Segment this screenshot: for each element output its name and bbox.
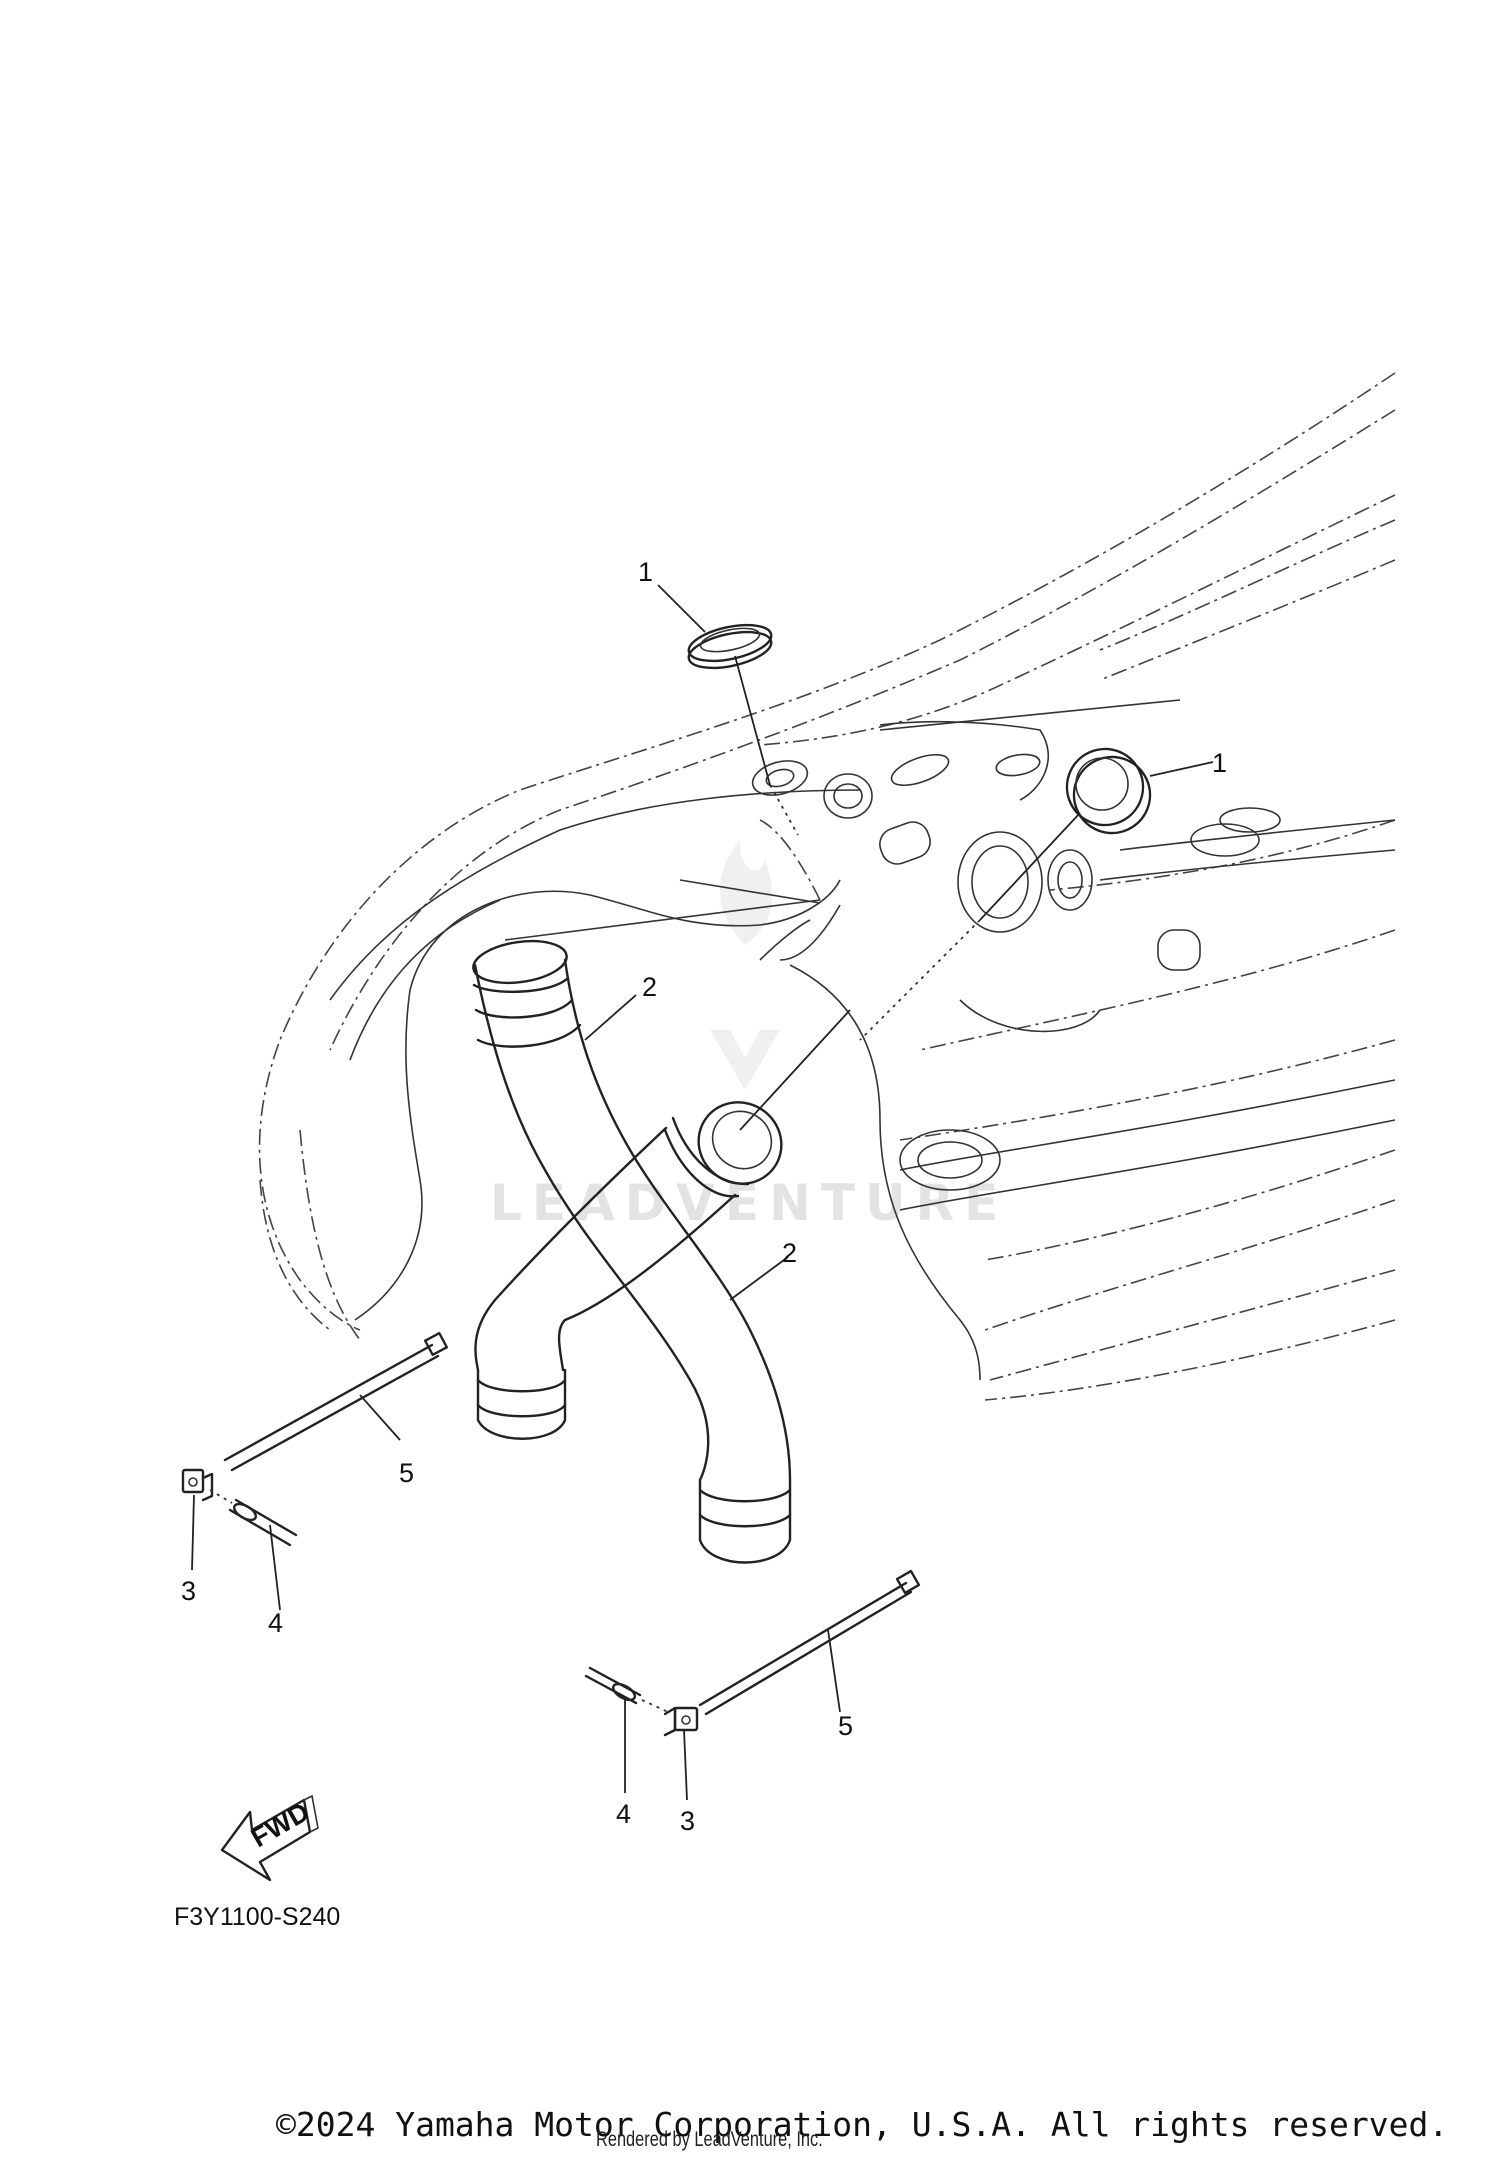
callout-clamp-left: 3 (181, 1576, 196, 1606)
hose-lower (474, 1101, 783, 1440)
assembly-line (979, 812, 1081, 921)
callout-rivet-bottom: 4 (616, 1799, 631, 1829)
callout-grommet-top: 1 (638, 557, 653, 587)
hose-upper (472, 939, 792, 1564)
callout-rivet-left: 4 (268, 1608, 283, 1638)
clamp-left (181, 1468, 214, 1502)
cable-tie-left (223, 1331, 449, 1472)
hull-outline (258, 372, 1396, 1401)
fwd-label: FWD (246, 1796, 314, 1853)
grommet-top (687, 623, 773, 670)
copyright-notice: ©2024 Yamaha Motor Corporation, U.S.A. A… (276, 2105, 1449, 2144)
assembly-line (734, 655, 771, 786)
rendered-by-notice: Rendered by LeadVenture, Inc. (596, 2128, 823, 2151)
assembly-line (769, 784, 799, 836)
leader-lines (191, 584, 1214, 1801)
callout-clamp-bottom: 3 (680, 1806, 695, 1836)
drawing-code: F3Y1100-S240 (174, 1903, 340, 1931)
grommet-right (1065, 747, 1152, 835)
callout-tie-right: 5 (838, 1711, 853, 1741)
callout-tie-left: 5 (399, 1458, 414, 1488)
watermark-logo (710, 840, 780, 1090)
assembly-line (859, 919, 981, 1041)
callout-hose-lower: 2 (782, 1238, 797, 1268)
deck-holes (751, 720, 1281, 1191)
rivet-bottom (584, 1666, 669, 1713)
rivet-left (209, 1489, 298, 1547)
assembly-line (739, 1009, 851, 1131)
fwd-arrow-icon: FWD (220, 1794, 319, 1882)
cable-tie-right (698, 1569, 921, 1716)
callout-hose-upper: 2 (642, 972, 657, 1002)
clamp-bottom (663, 1706, 699, 1737)
callout-grommet-right: 1 (1212, 748, 1227, 778)
cowling-outline (354, 879, 981, 1381)
